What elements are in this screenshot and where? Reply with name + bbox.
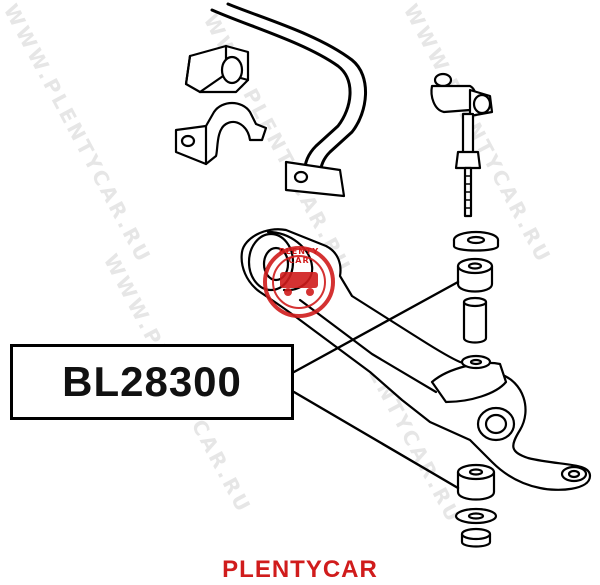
stabilizer-bar [210, 2, 367, 186]
lower-washers [454, 507, 498, 548]
brand-logo-text: PLENTY CAR [278, 247, 320, 265]
stabilizer-bushing [184, 44, 250, 94]
stabilizer-bracket [284, 160, 346, 198]
stabilizer-link [430, 72, 494, 218]
part-number: BL28300 [62, 358, 242, 405]
spacer-sleeve [462, 296, 488, 344]
leader-lines [292, 280, 460, 490]
brand-footer: PLENTYCAR [222, 556, 378, 583]
bushing-bracket [174, 101, 268, 166]
part-number-callout: BL28300 [10, 344, 294, 420]
lower-strut-bushing [456, 463, 496, 501]
brand-logo [263, 246, 335, 318]
upper-strut-bushing [456, 257, 494, 293]
upper-washer [452, 230, 500, 252]
